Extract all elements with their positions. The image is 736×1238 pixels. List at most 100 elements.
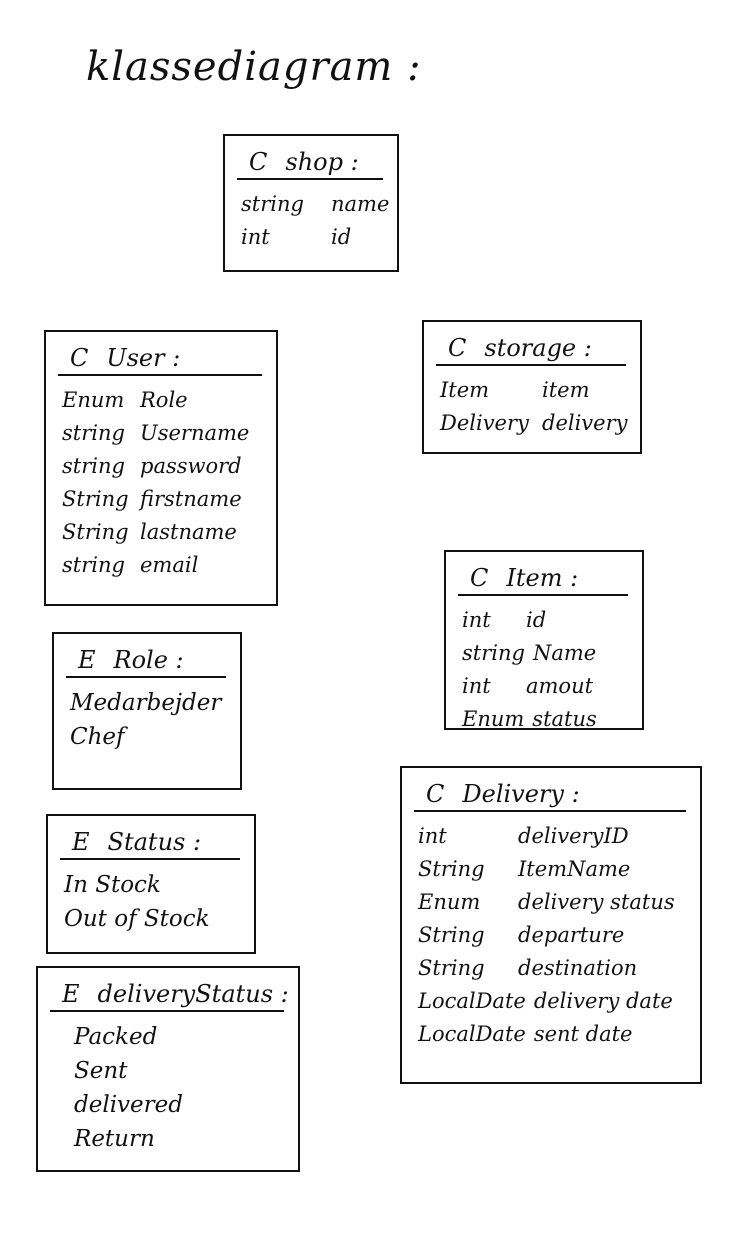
field-name: delivery status: [518, 890, 675, 914]
field-type: Enum: [462, 707, 525, 731]
enum-name: Status :: [107, 828, 202, 856]
field-row: LocalDate sent date: [418, 1018, 690, 1051]
field-name: deliveryID: [518, 824, 629, 848]
enum-box-role: E Role : Medarbejder Chef: [52, 632, 242, 790]
class-kind-marker: C: [249, 148, 268, 176]
field-type: int: [462, 674, 491, 698]
enum-value: Chef: [70, 724, 125, 750]
field-row: string name: [241, 188, 390, 221]
field-type: String: [62, 487, 129, 511]
field-type: int: [418, 824, 447, 848]
enum-value: Out of Stock: [64, 906, 210, 932]
field-name: id: [526, 608, 547, 632]
field-type: String: [418, 956, 485, 980]
field-name: Username: [140, 421, 250, 445]
field-row: Enum delivery status: [418, 886, 690, 919]
field-type: int: [462, 608, 491, 632]
enum-kind-marker: E: [62, 980, 80, 1008]
field-row: int id: [462, 604, 632, 637]
class-kind-marker: C: [70, 344, 89, 372]
field-name: name: [331, 192, 390, 216]
field-name: amout: [526, 674, 594, 698]
field-type: string: [62, 454, 125, 478]
field-row: String firstname: [62, 483, 266, 516]
class-name: shop :: [285, 148, 359, 176]
class-kind-marker: C: [426, 780, 445, 808]
field-name: status: [532, 707, 597, 731]
field-name: password: [140, 454, 242, 478]
field-name: Role: [140, 388, 188, 412]
class-header: C Delivery :: [414, 776, 686, 812]
field-type: Item: [440, 378, 490, 402]
diagram-title: klassediagram :: [86, 44, 422, 90]
field-name: delivery: [542, 411, 628, 435]
enum-header: E Status :: [60, 824, 240, 860]
field-row: String departure: [418, 919, 690, 952]
field-type: Enum: [418, 890, 481, 914]
class-header: C User :: [58, 340, 262, 376]
enum-name: Role :: [113, 646, 184, 674]
field-row: Delivery delivery: [440, 407, 630, 440]
class-name: Delivery :: [462, 780, 580, 808]
field-name: ItemName: [518, 857, 631, 881]
field-row: int deliveryID: [418, 820, 690, 853]
class-kind-marker: C: [448, 334, 467, 362]
class-box-delivery: C Delivery : int deliveryID String ItemName…: [400, 766, 702, 1084]
field-row: string password: [62, 450, 266, 483]
field-row: String destination: [418, 952, 690, 985]
field-name: lastname: [140, 520, 237, 544]
class-box-user: C User : Enum Role string Username string pa…: [44, 330, 278, 606]
field-name: firstname: [140, 487, 242, 511]
field-name: id: [331, 225, 352, 249]
field-type: Delivery: [440, 411, 529, 435]
enum-name: deliveryStatus :: [97, 980, 289, 1008]
field-type: string: [462, 641, 525, 665]
field-name: departure: [518, 923, 625, 947]
field-name: item: [542, 378, 590, 402]
enum-header: E Role :: [66, 642, 226, 678]
class-kind-marker: C: [470, 564, 489, 592]
field-type: Enum: [62, 388, 125, 412]
class-name: storage :: [484, 334, 592, 362]
field-type: String: [418, 857, 485, 881]
field-row: Enum status: [462, 703, 632, 736]
enum-value: Sent: [74, 1058, 128, 1084]
field-type: LocalDate: [418, 1022, 526, 1046]
field-row: String lastname: [62, 516, 266, 549]
field-name: email: [140, 553, 199, 577]
field-row: String ItemName: [418, 853, 690, 886]
field-name: sent date: [533, 1022, 633, 1046]
field-name: destination: [518, 956, 638, 980]
field-row: string Username: [62, 417, 266, 450]
field-row: int id: [241, 221, 387, 254]
enum-value: Packed: [74, 1024, 158, 1050]
enum-kind-marker: E: [72, 828, 90, 856]
field-type: String: [62, 520, 129, 544]
enum-value: delivered: [74, 1092, 183, 1118]
field-row: Item item: [440, 374, 630, 407]
class-name: User :: [106, 344, 181, 372]
field-row: string email: [62, 549, 266, 582]
field-row: int amout: [462, 670, 632, 703]
enum-value: Medarbejder: [70, 690, 222, 716]
enum-kind-marker: E: [78, 646, 96, 674]
field-type: string: [62, 421, 125, 445]
field-row: LocalDate delivery date: [418, 985, 690, 1018]
class-name: Item :: [506, 564, 579, 592]
field-row: Enum Role: [62, 384, 266, 417]
field-type: LocalDate: [418, 989, 526, 1013]
field-type: int: [241, 225, 270, 249]
field-type: string: [62, 553, 125, 577]
enum-value: Return: [74, 1126, 155, 1152]
field-type: String: [418, 923, 485, 947]
field-name: delivery date: [533, 989, 673, 1013]
enum-value: In Stock: [64, 872, 161, 898]
field-type: string: [241, 192, 304, 216]
